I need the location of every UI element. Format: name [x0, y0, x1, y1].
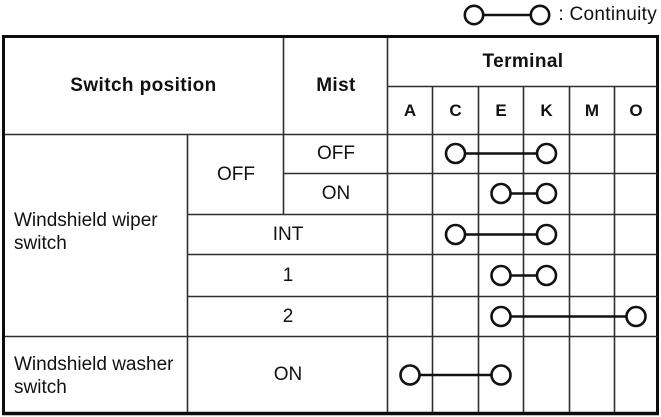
legend-label: : Continuity: [558, 4, 657, 25]
continuity-circle-K: [535, 223, 558, 246]
header-switch-position: Switch position: [70, 75, 217, 96]
terminal-col-m: M: [584, 100, 600, 120]
continuity-circle-K: [535, 264, 558, 287]
row-position-int: INT: [272, 223, 304, 245]
continuity-circle-A: [399, 364, 421, 386]
continuity-circle-E: [490, 182, 512, 205]
row-mist-on: ON: [321, 183, 351, 204]
continuity-circle-E: [490, 364, 512, 386]
header-terminal: Terminal: [482, 51, 564, 72]
continuity-circle-K: [535, 182, 558, 205]
row-position-washer-on: ON: [273, 364, 303, 385]
terminal-col-o: O: [629, 100, 643, 120]
legend: : Continuity: [462, 1, 657, 29]
terminal-col-k: K: [540, 100, 553, 120]
continuity-circle-O: [625, 305, 647, 328]
group-label-wiper-switch: Windshield wiper switch: [14, 210, 158, 255]
continuity-circle-C: [444, 223, 467, 246]
row-mist-off: OFF: [317, 143, 355, 164]
terminal-col-a: A: [403, 100, 417, 120]
group-label-washer-switch: Windshield washer switch: [14, 354, 174, 399]
header-mist: Mist: [316, 75, 356, 96]
continuity-circle-C: [444, 142, 467, 165]
continuity-symbol-icon: [463, 4, 551, 26]
continuity-circle-E: [490, 264, 512, 287]
continuity-circle-E: [490, 305, 512, 328]
continuity-circle-K: [535, 142, 558, 165]
terminal-col-c: C: [449, 100, 462, 120]
row-position-2: 2: [282, 305, 294, 327]
terminal-col-e: E: [495, 100, 507, 120]
row-position-1: 1: [282, 264, 294, 286]
row-position-off: OFF: [217, 163, 255, 185]
